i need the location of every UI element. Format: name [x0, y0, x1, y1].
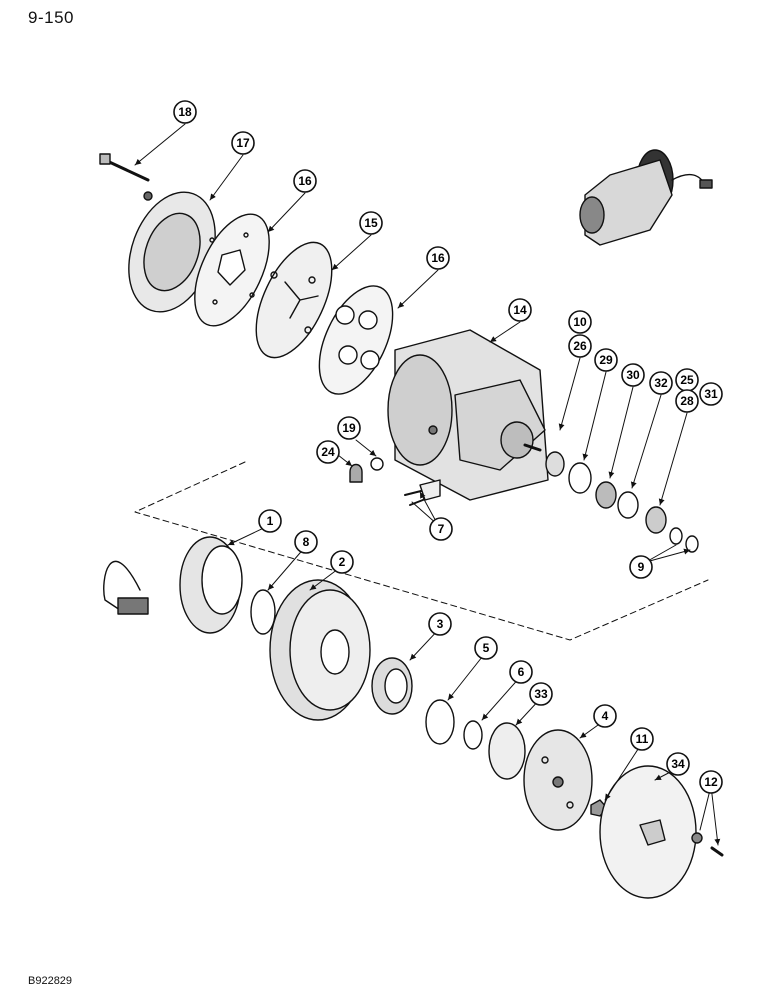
callout-label: 3	[437, 617, 444, 631]
callout-7: 7	[429, 517, 453, 541]
callout-label: 11	[636, 732, 649, 746]
callout-32: 32	[649, 371, 673, 395]
callout-18: 18	[173, 100, 197, 124]
snap-ring-5	[425, 699, 455, 745]
callout-label: 32	[654, 376, 668, 390]
callout-17: 17	[231, 131, 255, 155]
callout-label: 18	[178, 105, 192, 119]
callout-label: 17	[236, 136, 250, 150]
callout-25: 25	[675, 368, 699, 392]
callout-label: 31	[704, 387, 718, 401]
clutch-hub-4	[523, 729, 593, 831]
callout-label: 10	[573, 315, 587, 329]
callout-28: 28	[675, 389, 699, 413]
callout-34: 34	[666, 752, 690, 776]
callout-label: 30	[626, 368, 640, 382]
callout-label: 12	[704, 775, 718, 789]
callout-label: 2	[339, 555, 346, 569]
callout-3: 3	[428, 612, 452, 636]
callout-label: 28	[680, 394, 694, 408]
callout-label: 19	[342, 421, 356, 435]
callout-label: 5	[483, 641, 490, 655]
shim-33	[488, 722, 526, 780]
cover-34	[599, 765, 697, 899]
snap-ring-6	[463, 720, 483, 750]
callout-label: 14	[513, 303, 527, 317]
callout-9: 9	[629, 555, 653, 579]
hub-17	[128, 191, 216, 313]
assembled-compressor-inset	[579, 149, 713, 246]
callout-label: 33	[534, 687, 548, 701]
clutch-coil-1	[103, 536, 243, 634]
screws-7	[404, 479, 441, 506]
group-boundary	[134, 461, 709, 641]
callout-label: 34	[671, 757, 685, 771]
callout-10: 10	[568, 310, 592, 334]
callout-26: 26	[568, 334, 592, 358]
callout-16: 16	[293, 169, 317, 193]
snap-ring-8	[250, 589, 276, 635]
pulley-2	[269, 579, 371, 721]
callout-2: 2	[330, 550, 354, 574]
callout-12: 12	[699, 770, 723, 794]
callout-4: 4	[593, 704, 617, 728]
page-number: 9-150	[28, 8, 74, 27]
callout-label: 9	[638, 560, 645, 574]
gasket-16b	[318, 285, 394, 395]
valve-plate-15	[255, 241, 333, 359]
callout-label: 29	[599, 353, 613, 367]
callout-19: 19	[337, 416, 361, 440]
callout-31: 31	[699, 382, 723, 406]
callout-label: 6	[518, 665, 525, 679]
callout-label: 8	[303, 535, 310, 549]
callout-30: 30	[621, 363, 645, 387]
callout-label: 25	[680, 373, 694, 387]
callout-33: 33	[529, 682, 553, 706]
callout-5: 5	[474, 636, 498, 660]
callout-24: 24	[316, 440, 340, 464]
callout-1: 1	[258, 509, 282, 533]
callout-8: 8	[294, 530, 318, 554]
callout-11: 11	[630, 727, 654, 751]
plug-24-oring-19	[349, 457, 384, 483]
callout-label: 7	[438, 522, 445, 536]
gasket-16a	[194, 213, 270, 327]
bolt-18	[99, 153, 150, 182]
callout-label: 26	[573, 339, 587, 353]
figure-code: B922829	[28, 975, 73, 987]
callout-14: 14	[508, 298, 532, 322]
callout-label: 16	[431, 251, 445, 265]
callout-29: 29	[594, 348, 618, 372]
callout-16: 16	[426, 246, 450, 270]
callout-label: 4	[602, 709, 609, 723]
seal-stack-rear	[545, 451, 699, 553]
callout-15: 15	[359, 211, 383, 235]
callout-label: 1	[267, 514, 274, 528]
compressor-body-14	[387, 329, 549, 501]
callout-label: 16	[298, 174, 312, 188]
bearing-3	[371, 657, 413, 715]
callout-label: 15	[364, 216, 378, 230]
callout-6: 6	[509, 660, 533, 684]
callout-label: 24	[321, 445, 335, 459]
